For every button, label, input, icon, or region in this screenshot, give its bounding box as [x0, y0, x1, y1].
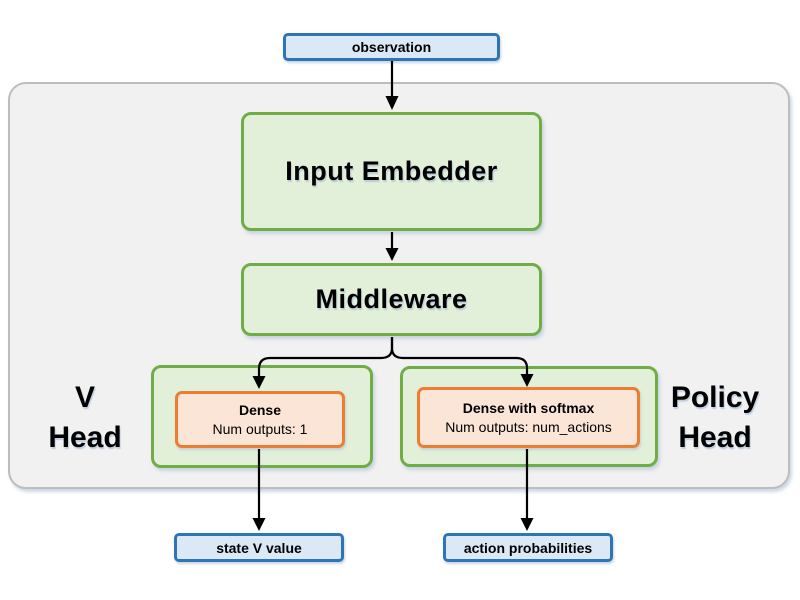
state-v-value-node: state V value [174, 533, 344, 562]
policy-head-label: Policy Head [660, 378, 770, 458]
input-embedder-node: Input Embedder [241, 112, 542, 231]
v-head-label-line2: Head [48, 421, 122, 454]
policy-head-label-line1: Policy [670, 381, 760, 414]
policy-dense-subtitle: Num outputs: num_actions [445, 418, 612, 435]
v-dense-node: Dense Num outputs: 1 [175, 391, 345, 448]
state-v-value-label: state V value [216, 539, 302, 556]
observation-label: observation [351, 39, 432, 55]
v-head-label-line1: V [74, 381, 95, 414]
v-head-label: V Head [30, 378, 140, 458]
policy-dense-node: Dense with softmax Num outputs: num_acti… [417, 387, 640, 448]
v-dense-title: Dense [238, 401, 282, 418]
middleware-node: Middleware [241, 263, 542, 336]
input-embedder-label: Input Embedder [285, 156, 498, 186]
policy-head-label-line2: Head [678, 421, 752, 454]
observation-node: observation [283, 33, 500, 61]
middleware-label: Middleware [315, 284, 468, 314]
action-probabilities-node: action probabilities [443, 533, 613, 562]
v-dense-subtitle: Num outputs: 1 [212, 420, 308, 437]
action-probabilities-label: action probabilities [463, 539, 593, 556]
policy-dense-title: Dense with softmax [462, 399, 595, 416]
